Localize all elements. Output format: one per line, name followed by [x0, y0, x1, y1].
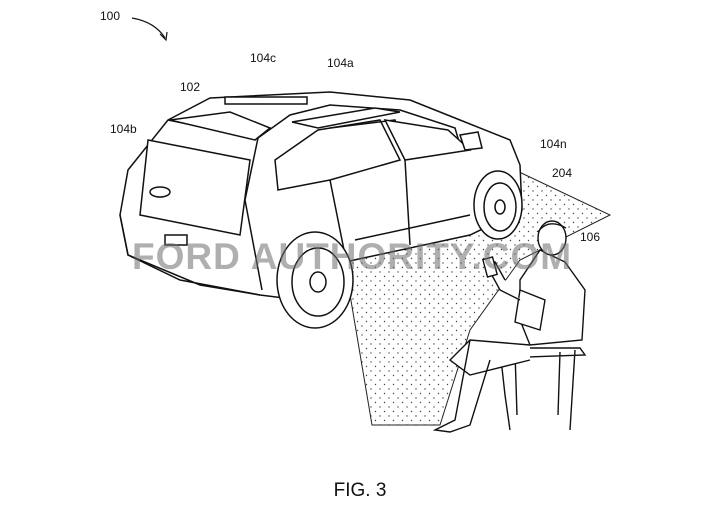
label-100: 100 [100, 9, 121, 23]
label-102: 102 [180, 80, 201, 94]
label-104a: 104a [327, 56, 354, 70]
watermark: FORD AUTHORITY.COM [132, 236, 573, 277]
label-106: 106 [580, 230, 601, 244]
arrow-100 [131, 17, 166, 39]
label-204: 204 [552, 166, 573, 180]
user [432, 220, 587, 433]
vehicle [119, 91, 523, 329]
figure-caption: FIG. 3 [333, 480, 387, 501]
label-104c: 104c [250, 51, 277, 65]
label-104b: 104b [110, 122, 137, 136]
label-104n: 104n [540, 137, 567, 151]
